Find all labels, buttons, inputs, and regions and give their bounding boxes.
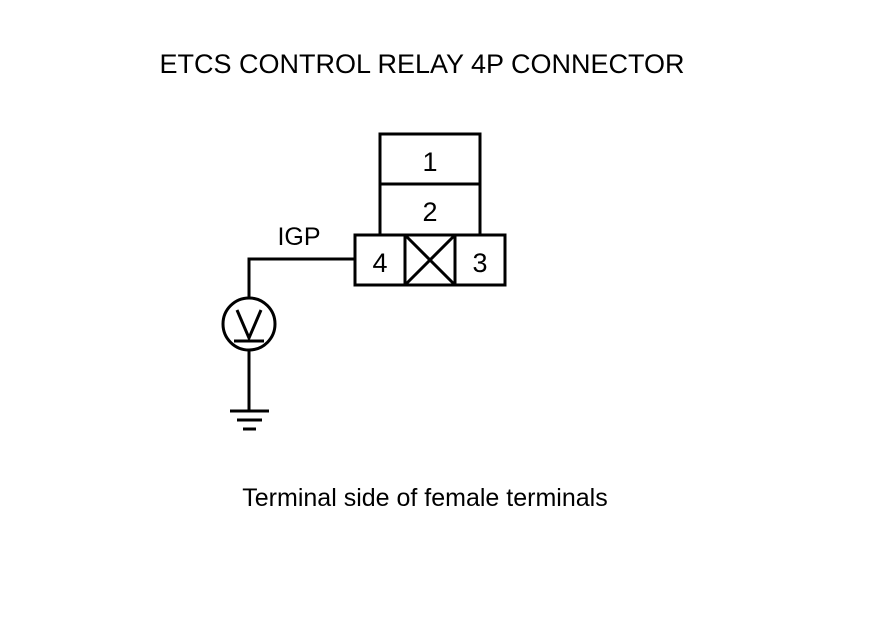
- terminal-1-label: 1: [422, 147, 437, 177]
- diagram-caption: Terminal side of female terminals: [242, 484, 607, 512]
- ground-icon: [230, 409, 269, 431]
- terminal-3-label: 3: [472, 248, 487, 278]
- diagram-title: ETCS CONTROL RELAY 4P CONNECTOR: [159, 49, 684, 79]
- terminal-4-label: 4: [372, 248, 387, 278]
- connector-4p: 1 2 4 3: [353, 132, 507, 287]
- probe-wire: [247, 257, 355, 298]
- blank-cavity-icon: [403, 233, 457, 287]
- signal-label: IGP: [277, 223, 320, 251]
- terminal-2-label: 2: [422, 197, 437, 227]
- voltmeter-icon: [221, 296, 277, 352]
